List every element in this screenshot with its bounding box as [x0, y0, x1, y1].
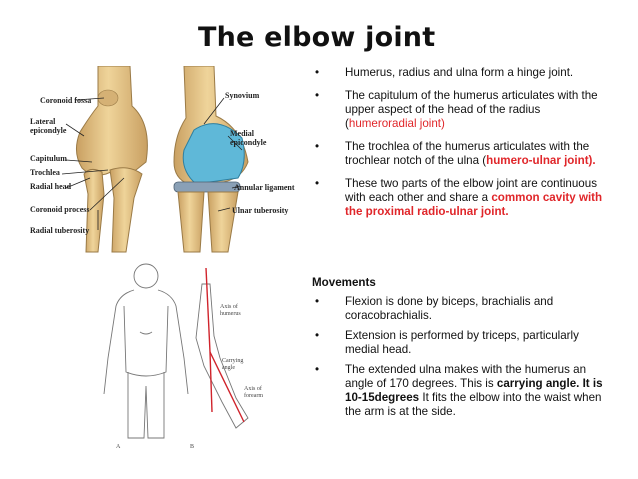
label-carrying-angle-line1: Carrying — [222, 358, 243, 364]
label-radial-head: Radial head — [30, 182, 72, 191]
synovium-shape — [182, 123, 245, 185]
label-synovium: Synovium — [225, 91, 260, 100]
bullet-marker: • — [315, 89, 320, 102]
bullet-text: The trochlea of the humerus articulates … — [345, 140, 590, 167]
highlighted-text: carrying angle. It is 10-15degrees — [345, 377, 603, 404]
bullet-marker: • — [315, 295, 320, 308]
bullet-marker: • — [315, 177, 320, 190]
highlighted-text: humeroradial joint) — [348, 117, 445, 130]
label-capitulum: Capitulum — [30, 154, 67, 163]
bullet-text: The capitulum of the humerus articulates… — [345, 89, 598, 130]
fact-bullet: • These two parts of the elbow joint are … — [312, 177, 612, 219]
label-annular-ligament: Annular ligament — [234, 183, 295, 192]
bullet-text: Extension is performed by triceps, parti… — [345, 329, 579, 356]
label-medial-epicondyle-line1: Medial — [230, 129, 255, 138]
bullet-text: It fits the elbow into the waist when th… — [345, 391, 602, 418]
bullet-marker: • — [315, 66, 320, 79]
highlighted-text: humero-ulnar joint). — [486, 154, 596, 167]
label-medial-epicondyle-line2: epicondyle — [230, 138, 267, 147]
label-trochlea: Trochlea — [30, 168, 60, 177]
anterior-elbow-bones — [76, 66, 148, 253]
body-outline — [103, 263, 249, 439]
bullet-text: Humerus, radius and ulna form a hinge jo… — [345, 66, 574, 79]
label-carrying-angle-line2: angle — [222, 365, 235, 371]
elbow-capsule-view — [173, 66, 249, 253]
elbow-bones-illustration: Coronoid fossa Lateral epicondyle Capitu… — [30, 66, 295, 253]
slide-title: The elbow joint — [198, 22, 436, 53]
highlighted-text: common cavity with the proximal radio-ul… — [345, 191, 603, 218]
fact-bullet: • The capitulum of the humerus articulate… — [312, 89, 612, 131]
label-coronoid-fossa: Coronoid fossa — [40, 96, 91, 105]
movement-bullet: • Flexion is done by biceps, brachialis a… — [312, 295, 612, 323]
label-coronoid-process: Coronoid process — [30, 205, 90, 214]
fact-bullet: • The trochlea of the humerus articulates… — [312, 140, 612, 168]
movement-bullet: • Extension is performed by triceps, part… — [312, 329, 612, 357]
label-axis-forearm-line2: forearm — [244, 392, 263, 399]
carrying-angle-illustration: Axis of humerus Carrying angle Axis of f… — [103, 263, 263, 450]
axis-lines — [205, 267, 245, 423]
elbow-facts-list: • Humerus, radius and ulna form a hinge j… — [312, 66, 612, 228]
bullet-marker: • — [315, 140, 320, 153]
movements-section: Movements • Flexion is done by biceps, br… — [312, 276, 612, 425]
bullet-marker: • — [315, 363, 320, 376]
label-b: B — [190, 444, 194, 450]
label-lateral-epicondyle-line2: epicondyle — [30, 126, 67, 135]
bullet-text: Flexion is done by biceps, brachialis an… — [345, 295, 554, 322]
label-ulnar-tuberosity: Ulnar tuberosity — [232, 206, 288, 215]
label-axis-humerus-line2: humerus — [220, 311, 241, 317]
movement-bullet: • The extended ulna makes with the humeru… — [312, 363, 612, 419]
label-a: A — [116, 444, 121, 450]
bullet-text: These two parts of the elbow joint are c… — [345, 177, 597, 204]
annular-ligament-shape — [173, 181, 241, 193]
label-radial-tuberosity: Radial tuberosity — [30, 226, 89, 235]
bullet-marker: • — [315, 329, 320, 342]
bullet-text: The extended ulna makes with the humerus… — [345, 363, 587, 390]
label-axis-forearm-line1: Axis of — [244, 385, 262, 392]
fact-bullet: • Humerus, radius and ulna form a hinge j… — [312, 66, 612, 80]
label-lateral-epicondyle-line1: Lateral — [30, 117, 56, 126]
label-axis-humerus-line1: Axis of — [220, 303, 238, 310]
movements-heading: Movements — [312, 276, 376, 289]
